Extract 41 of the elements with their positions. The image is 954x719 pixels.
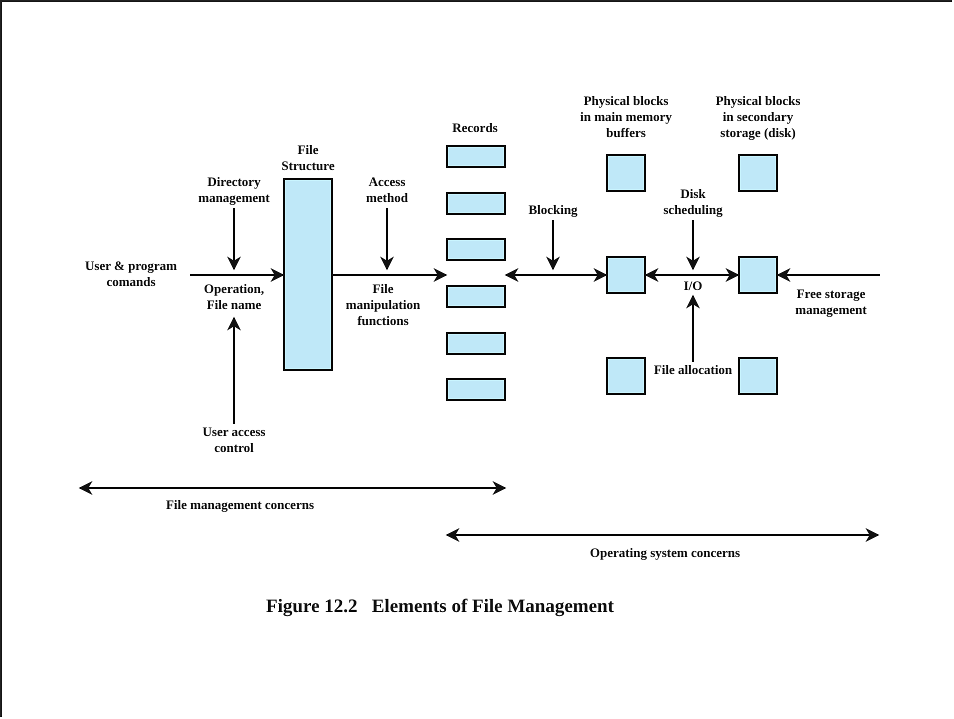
arrow bbox=[190, 268, 284, 282]
block-box bbox=[738, 154, 778, 192]
block-box bbox=[606, 154, 646, 192]
span-label: File management concerns bbox=[164, 497, 316, 513]
text-label: User access control bbox=[184, 424, 284, 458]
arrow bbox=[227, 208, 241, 270]
arrow bbox=[504, 268, 608, 282]
block-box bbox=[606, 256, 646, 294]
edge-label: I/O bbox=[682, 278, 704, 294]
record-box bbox=[446, 238, 506, 261]
text-label: Disk scheduling bbox=[658, 186, 728, 220]
arrow bbox=[380, 208, 394, 270]
column-heading: Records bbox=[451, 120, 499, 136]
arrow bbox=[776, 268, 880, 282]
block-box bbox=[738, 256, 778, 294]
box-heading: File Structure bbox=[280, 142, 336, 174]
edge-label: Operation, File name bbox=[202, 281, 266, 313]
record-box bbox=[446, 332, 506, 355]
arrow bbox=[686, 220, 700, 270]
edge-label: File manipulation functions bbox=[344, 281, 422, 329]
arrow bbox=[644, 268, 740, 282]
record-box bbox=[446, 192, 506, 215]
text-label: Blocking bbox=[518, 202, 588, 220]
text-label: Access method bbox=[347, 174, 427, 208]
record-box bbox=[446, 378, 506, 401]
edge-label: Free storage management bbox=[794, 286, 868, 318]
text-label: User & program comands bbox=[72, 258, 190, 292]
column-heading: Physical blocks in secondary storage (disk) bbox=[714, 93, 802, 141]
arrow bbox=[333, 268, 448, 282]
block-box bbox=[738, 357, 778, 395]
text-label: File allocation bbox=[653, 362, 733, 396]
arrow bbox=[686, 294, 700, 362]
record-box bbox=[446, 145, 506, 168]
arrow bbox=[546, 220, 560, 270]
text-label: Directory management bbox=[184, 174, 284, 208]
figure-caption: Figure 12.2 Elements of File Management bbox=[265, 596, 615, 618]
column-heading: Physical blocks in main memory buffers bbox=[579, 93, 673, 141]
block-box bbox=[606, 357, 646, 395]
arrow bbox=[227, 316, 241, 424]
record-box bbox=[446, 285, 506, 308]
span-label: Operating system concerns bbox=[588, 545, 742, 561]
